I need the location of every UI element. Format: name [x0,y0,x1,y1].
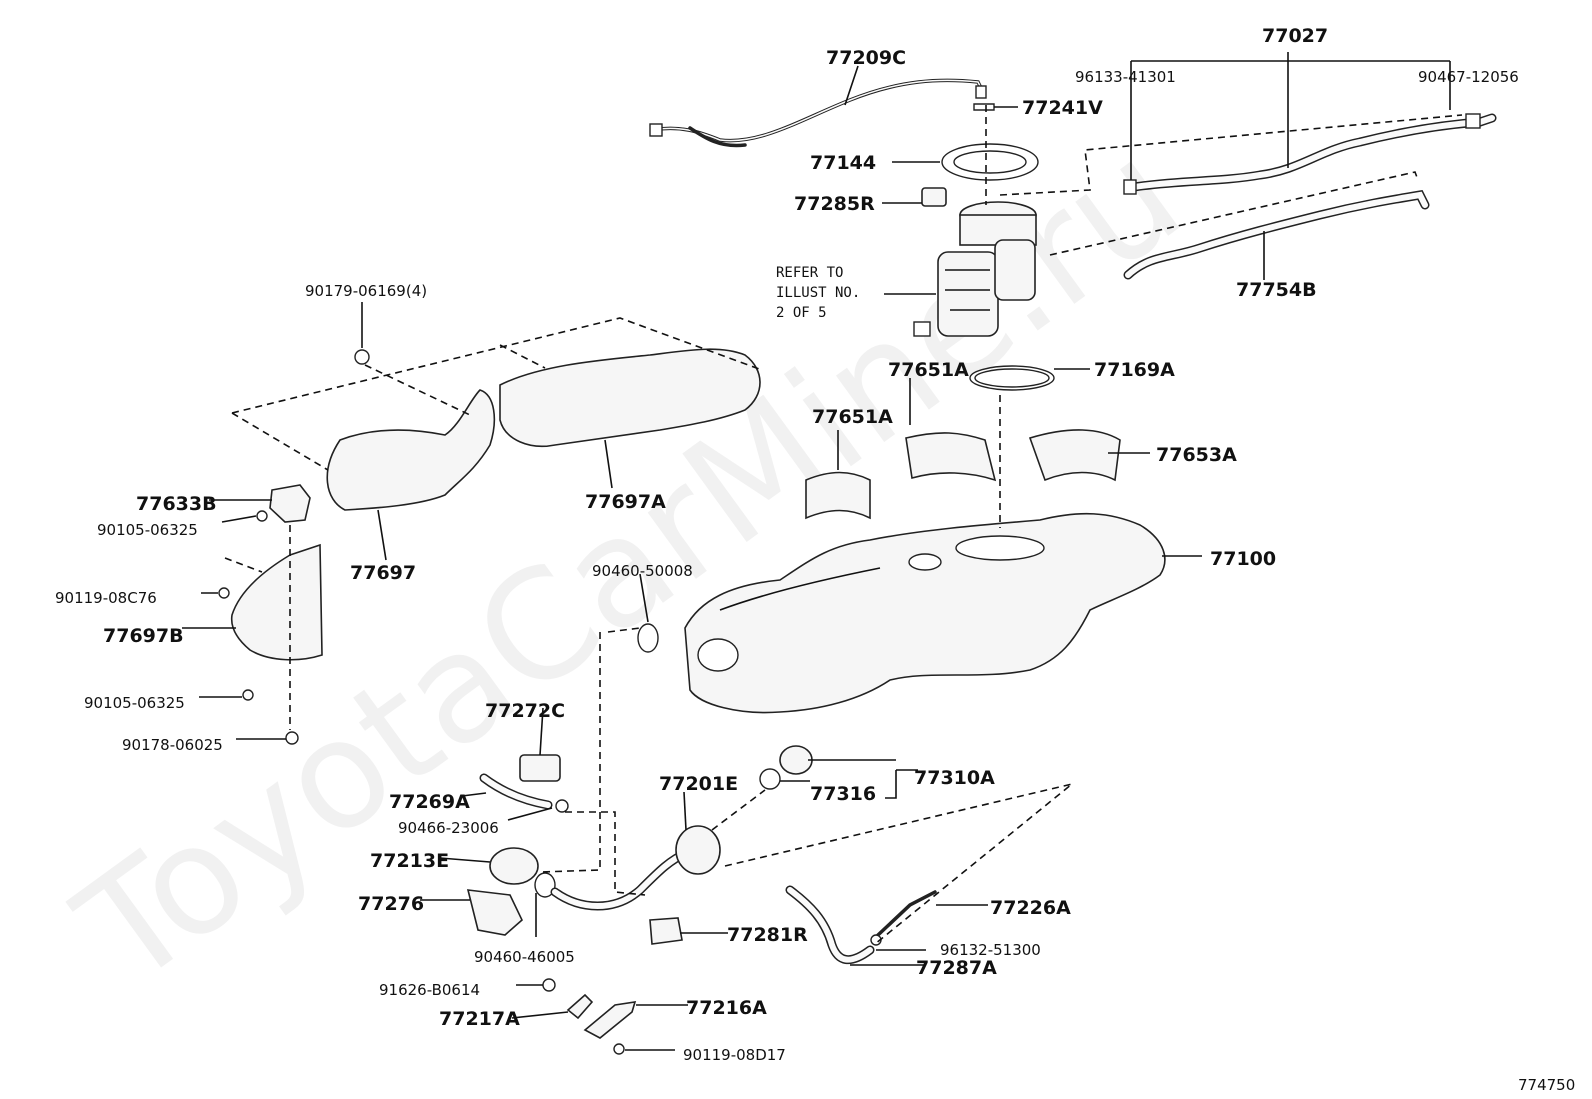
bracket-77276 [466,889,523,936]
label-77651a-1: 77651A [888,359,969,381]
label-77754b: 77754B [1236,279,1317,301]
label-90460-50008: 90460-50008 [592,562,693,580]
label-77169a: 77169A [1094,359,1175,381]
label-77697b: 77697B [103,625,184,647]
insulator-77697b [230,543,323,661]
label-77651a-2: 77651A [812,406,893,428]
label-96132-51300: 96132-51300 [940,941,1041,959]
connector-77285r [921,187,947,207]
retainer-ring-77144 [941,143,1039,181]
label-77269a: 77269A [389,791,470,813]
hose-77287a [785,885,875,964]
valve-77272c [519,754,561,782]
tube-77213e [489,847,539,885]
label-77027: 77027 [1262,25,1328,47]
label-77272c: 77272C [485,700,565,722]
hose-77269a [479,773,553,810]
strap-77216a [583,1001,637,1039]
label-96133-41301: 96133-41301 [1075,68,1176,86]
label-77209c: 77209C [826,47,906,69]
tube-77754b [1123,190,1430,280]
label-90105-06325-1: 90105-06325 [97,521,198,539]
fuel-pump-assembly [913,201,1037,337]
label-77287a: 77287A [916,957,997,979]
label-90467-12056: 90467-12056 [1418,68,1519,86]
clip-77241v [973,103,995,111]
nut-90179 [354,349,370,365]
gasket-77316 [759,768,781,790]
gasket-77169a [969,365,1055,391]
vent-tube-77027 [1123,113,1497,195]
label-77216a: 77216A [686,997,767,1019]
label-77697: 77697 [350,562,416,584]
note-line-1: REFER TO [776,265,843,281]
protector-77651a-upper [905,432,997,482]
label-90460-46005: 90460-46005 [474,948,575,966]
bracket-77633b [269,484,311,523]
strap-77217a [566,993,594,1020]
label-90119-08c76: 90119-08C76 [55,589,157,607]
label-77100: 77100 [1210,548,1276,570]
label-77653a: 77653A [1156,444,1237,466]
fuel-tank-77100 [684,512,1166,714]
tube-77226a [870,890,937,946]
label-77217a: 77217A [439,1008,520,1030]
label-77241v: 77241V [1022,97,1103,119]
label-90119-08d17: 90119-08D17 [683,1046,786,1064]
label-77285r: 77285R [794,193,875,215]
label-77213e: 77213E [370,850,449,872]
label-77281r: 77281R [727,924,808,946]
clamp-90460-50008 [637,623,659,653]
label-90105-06325-2: 90105-06325 [84,694,185,712]
fuel-cap-77310a [779,745,813,775]
label-77201e: 77201E [659,773,738,795]
clamp-90460-46005 [534,872,556,898]
wire-harness-77209c [649,78,987,148]
diagram-id: 774750 [1518,1076,1575,1094]
label-77697a: 77697A [585,491,666,513]
label-90179-06169: 90179-06169(4) [305,282,427,300]
note-line-3: 2 OF 5 [776,305,827,321]
label-77276: 77276 [358,893,424,915]
filler-pipe-77201e [550,825,721,911]
part-77281r [649,917,683,945]
note-line-2: ILLUST NO. [776,285,860,301]
insulator-77697a [499,348,761,447]
label-90466-23006: 90466-23006 [398,819,499,837]
label-77144: 77144 [810,152,876,174]
insulator-77697 [326,389,496,511]
label-77310a: 77310A [914,767,995,789]
label-77633b: 77633B [136,493,217,515]
callout-labels: 77209C 77027 96133-41301 90467-12056 772… [55,25,1575,1094]
protector-77651a-lower [805,471,871,520]
clip-90466 [555,799,569,813]
protector-77653a [1028,429,1121,482]
label-91626-b0614: 91626-B0614 [379,981,480,999]
bolts [218,510,625,1055]
assembly-dashed-lines [224,105,1463,945]
label-77316: 77316 [810,783,876,805]
leader-lines [182,52,1451,1051]
label-77226a: 77226A [990,897,1071,919]
label-90178-06025: 90178-06025 [122,736,223,754]
